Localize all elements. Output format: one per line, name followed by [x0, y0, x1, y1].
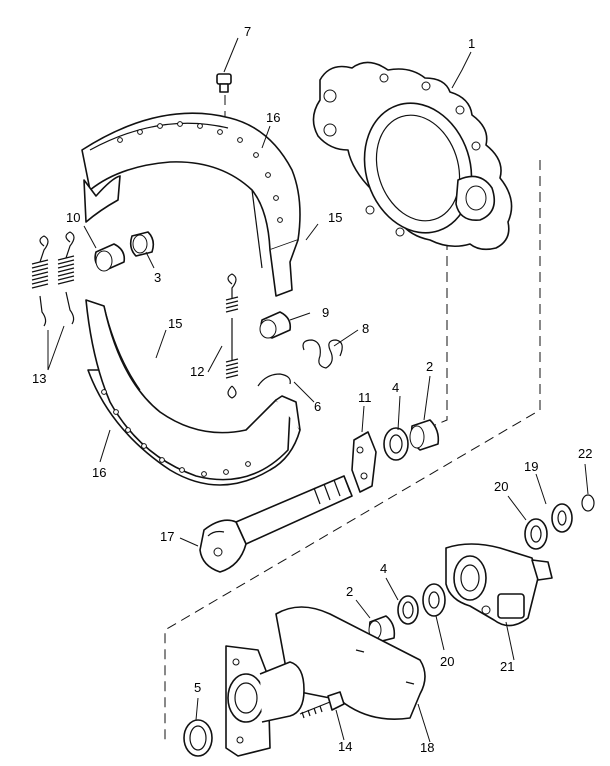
callout-8: 8 [362, 321, 369, 336]
retainer-clip-8 [302, 339, 343, 369]
callout-20: 20 [494, 479, 508, 494]
camshaft-17 [199, 475, 353, 573]
callout-17: 17 [160, 529, 174, 544]
callout-19: 19 [524, 459, 538, 474]
callout-16: 16 [266, 110, 280, 125]
callout-3: 3 [154, 270, 161, 285]
callout-10: 10 [66, 210, 80, 225]
bushing-2-upper [409, 419, 440, 451]
callout-15: 15 [168, 316, 182, 331]
snap-ring-22 [581, 494, 595, 512]
callout-6: 6 [314, 399, 321, 414]
bolt-14 [299, 691, 345, 719]
seal-4-lower [397, 595, 419, 625]
bushing-2-lower [368, 615, 396, 643]
spring-12 [225, 273, 239, 399]
callout-22: 22 [578, 446, 592, 461]
callout-4: 4 [380, 561, 387, 576]
slack-adjuster-21 [445, 543, 553, 627]
callout-16: 16 [92, 465, 106, 480]
lower-lining-rivet-holes [101, 389, 251, 477]
callout-7: 7 [244, 24, 251, 39]
callout-9: 9 [322, 305, 329, 320]
washer-20-upper [524, 518, 548, 550]
callout-4: 4 [392, 380, 399, 395]
leader-lines [47, 37, 589, 743]
anchor-pin [216, 73, 232, 93]
seal-bracket-11 [351, 431, 377, 493]
lower-brake-shoe [85, 299, 301, 486]
roller-and-bushing [94, 231, 155, 272]
callout-labels: 1 2 2 3 4 4 5 6 7 8 9 10 11 12 13 14 15 … [32, 24, 592, 755]
callout-14: 14 [338, 739, 352, 754]
brake-spider [312, 61, 513, 251]
callout-18: 18 [420, 740, 434, 755]
callout-2: 2 [346, 584, 353, 599]
mounting-bracket-18 [225, 606, 426, 757]
callout-1: 1 [468, 36, 475, 51]
roller-9 [259, 311, 292, 339]
callout-12: 12 [190, 364, 204, 379]
callout-11: 11 [358, 390, 372, 405]
lining-rivet-holes [117, 121, 283, 223]
seal-4-upper [383, 427, 409, 461]
callout-5: 5 [194, 680, 201, 695]
callout-15: 15 [328, 210, 342, 225]
clip-6 [257, 373, 291, 387]
washer-20-lower [422, 583, 446, 617]
return-springs [31, 231, 75, 327]
seal-5 [183, 719, 213, 757]
callout-13: 13 [32, 371, 46, 386]
upper-brake-shoe [81, 112, 301, 297]
callout-2: 2 [426, 359, 433, 374]
washer-19 [551, 503, 573, 533]
assembly-centerlines [164, 95, 541, 740]
callout-21: 21 [500, 659, 514, 674]
callout-20: 20 [440, 654, 454, 669]
